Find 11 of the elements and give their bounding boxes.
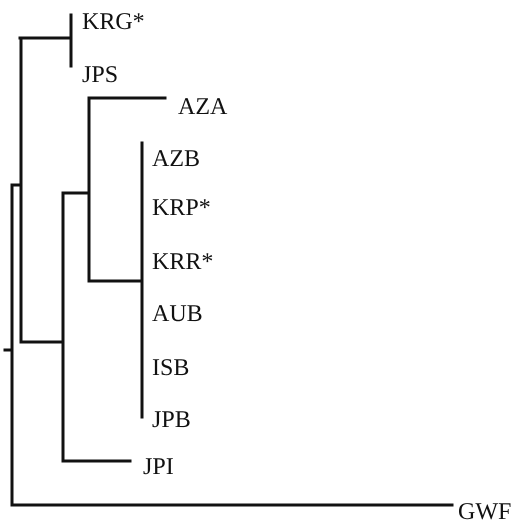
taxon-label: GWF <box>458 500 512 524</box>
taxon-label: KRR* <box>152 250 214 274</box>
taxon-label: JPS <box>82 63 118 87</box>
taxon-label: KRG* <box>82 10 145 34</box>
taxon-label: ISB <box>152 356 190 380</box>
taxon-label: AZB <box>152 147 200 171</box>
taxon-label: AZA <box>178 95 228 119</box>
taxon-label: AUB <box>152 302 203 326</box>
taxon-label: KRP* <box>152 196 211 220</box>
taxon-label: JPI <box>143 455 174 479</box>
taxon-label: JPB <box>152 408 191 432</box>
